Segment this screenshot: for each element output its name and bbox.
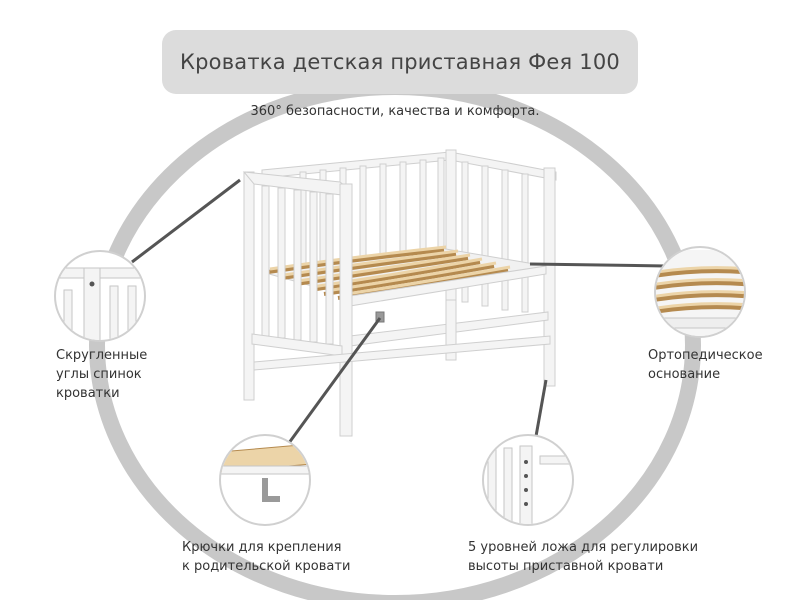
front-post [339,183,353,437]
page-title: Кроватка детская приставная Фея 100 [180,50,620,74]
caption-line: основание [648,367,721,382]
caption-orthopedic-base: Ортопедическое основание [648,346,763,384]
caption-hooks: Крючки для крепления к родительской кров… [182,538,350,576]
caption-line: Ортопедическое [648,348,763,363]
caption-line: Скругленные [56,348,148,363]
detail-rounded-corners [54,250,146,342]
caption-line: к родительской кровати [182,559,351,574]
caption-line: высоты приставной кровати [468,559,664,574]
left-post [243,171,255,401]
detail-levels [482,434,574,526]
caption-line: кроватки [56,386,120,401]
detail-orthopedic-base [654,246,746,338]
pointer-lines [131,178,667,471]
caption-line: углы спинок [56,367,142,382]
caption-line: 5 уровней ложа для регулировки [468,540,699,555]
caption-line: Крючки для крепления [182,540,342,555]
detail-hooks [219,434,311,526]
title-banner: Кроватка детская приставная Фея 100 [162,30,638,94]
caption-levels: 5 уровней ложа для регулировки высоты пр… [468,538,698,576]
crib-illustration [242,149,557,437]
caption-rounded-corners: Скругленные углы спинок кроватки [56,346,147,403]
side-slats [461,161,529,313]
subtitle: 360° безопасности, качества и комфорта. [250,104,540,119]
